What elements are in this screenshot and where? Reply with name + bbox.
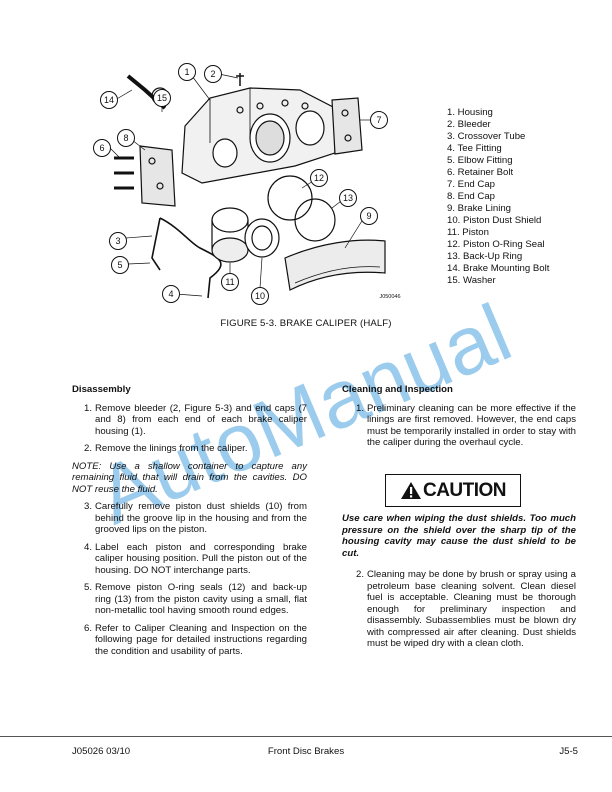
legend-item: 8. End Cap [447, 191, 496, 202]
callout-6: 6 [99, 143, 104, 153]
legend-item: 6. Retainer Bolt [447, 167, 514, 178]
figure-legend: 1. Housing 2. Bleeder 3. Crossover Tube … [447, 107, 549, 287]
step-text: Preliminary cleaning can be more effecti… [367, 402, 576, 449]
step-number: 3. [84, 501, 93, 512]
footer-title: Front Disc Brakes [267, 746, 345, 757]
callout-8: 8 [123, 133, 128, 143]
callout-4: 4 [168, 289, 173, 299]
callout-15: 15 [157, 93, 167, 103]
figure-caption: FIGURE 5-3. BRAKE CALIPER (HALF) [220, 318, 392, 329]
step-number: 1. [84, 402, 93, 414]
callout-7: 7 [376, 115, 381, 125]
crossover-tube-shape [159, 217, 222, 299]
step-text: Refer to Caliper Cleaning and Inspection… [95, 622, 307, 657]
callout-9: 9 [366, 211, 371, 221]
step-number: 2. [84, 443, 93, 454]
list-item: 2.Cleaning may be done by brush or spray… [356, 569, 576, 650]
callout-3: 3 [115, 236, 120, 246]
cleaning-section-2: 2.Cleaning may be done by brush or spray… [342, 569, 576, 656]
legend-item: 4. Tee Fitting [447, 143, 502, 154]
list-item: 1.Preliminary cleaning can be more effec… [356, 403, 576, 449]
callout-1: 1 [184, 67, 189, 77]
legend-item: 15. Washer [447, 275, 496, 286]
brake-caliper-diagram: 1 2 3 4 5 6 7 8 9 10 11 12 13 14 15 J050… [93, 63, 401, 305]
callout-10: 10 [255, 291, 265, 301]
caution-banner: CAUTION [385, 474, 521, 507]
step-number: 6. [84, 622, 93, 634]
end-cap-7-shape [331, 97, 363, 155]
caution-label: CAUTION [422, 479, 507, 501]
cleaning-heading: Cleaning and Inspection [342, 384, 453, 395]
step-number: 2. [356, 569, 365, 580]
list-item: 1.Remove bleeder (2, Figure 5-3) and end… [84, 403, 307, 438]
step-number: 4. [84, 541, 93, 553]
caution-text: Use care when wiping the dust shields. T… [342, 513, 576, 559]
footer-rule [0, 736, 612, 737]
footer-page-number: J5-5 [559, 746, 578, 757]
step-text: Remove the linings from the caliper. [95, 443, 248, 454]
callout-11: 11 [225, 277, 234, 287]
legend-item: 10. Piston Dust Shield [447, 215, 542, 226]
step-text: Cleaning may be done by brush or spray u… [367, 569, 576, 649]
callout-5: 5 [117, 260, 122, 270]
step-text: Carefully remove piston dust shields (10… [95, 501, 307, 535]
legend-item: 13. Back-Up Ring [447, 251, 523, 262]
legend-item: 12. Piston O-Ring Seal [447, 239, 545, 250]
step-text: Remove piston O-ring seals (12) and back… [95, 582, 307, 616]
legend-item: 7. End Cap [447, 179, 496, 190]
footer-doc-code: J05026 03/10 [72, 746, 131, 757]
callout-2: 2 [210, 69, 215, 79]
step-text: Remove bleeder (2, Figure 5-3) and end c… [95, 402, 307, 437]
step-text: Label each piston and corresponding brak… [95, 541, 307, 576]
step-number: 5. [84, 582, 93, 593]
legend-item: 5. Elbow Fitting [447, 155, 513, 166]
warning-triangle-icon [400, 482, 421, 499]
legend-item: 14. Brake Mounting Bolt [447, 263, 550, 274]
note: NOTE: Use a shallow container to capture… [72, 460, 307, 495]
disassembly-heading: Disassembly [72, 384, 131, 395]
legend-item: 3. Crossover Tube [447, 131, 526, 142]
cleaning-section: Cleaning and Inspection 1.Preliminary cl… [342, 384, 576, 455]
legend-item: 9. Brake Lining [447, 203, 511, 214]
step-number: 1. [356, 402, 365, 414]
legend-item: 11. Piston [447, 227, 489, 238]
brake-lining-shape [284, 239, 386, 291]
end-cap-8-shape [139, 145, 176, 207]
list-item: 3.Carefully remove piston dust shields (… [84, 501, 307, 536]
figure-code: J050046 [379, 294, 400, 300]
callout-14: 14 [104, 95, 114, 105]
legend-item: 1. Housing [447, 107, 493, 118]
callout-12: 12 [314, 173, 324, 183]
list-item: 6.Refer to Caliper Cleaning and Inspecti… [84, 623, 307, 658]
list-item: 4.Label each piston and corresponding br… [84, 542, 307, 577]
legend-item: 2. Bleeder [447, 119, 491, 130]
callout-13: 13 [343, 193, 353, 203]
list-item: 5.Remove piston O-ring seals (12) and ba… [84, 582, 307, 617]
disassembly-section: Disassembly 1.Remove bleeder (2, Figure … [72, 384, 307, 663]
list-item: 2.Remove the linings from the caliper. [84, 443, 307, 455]
